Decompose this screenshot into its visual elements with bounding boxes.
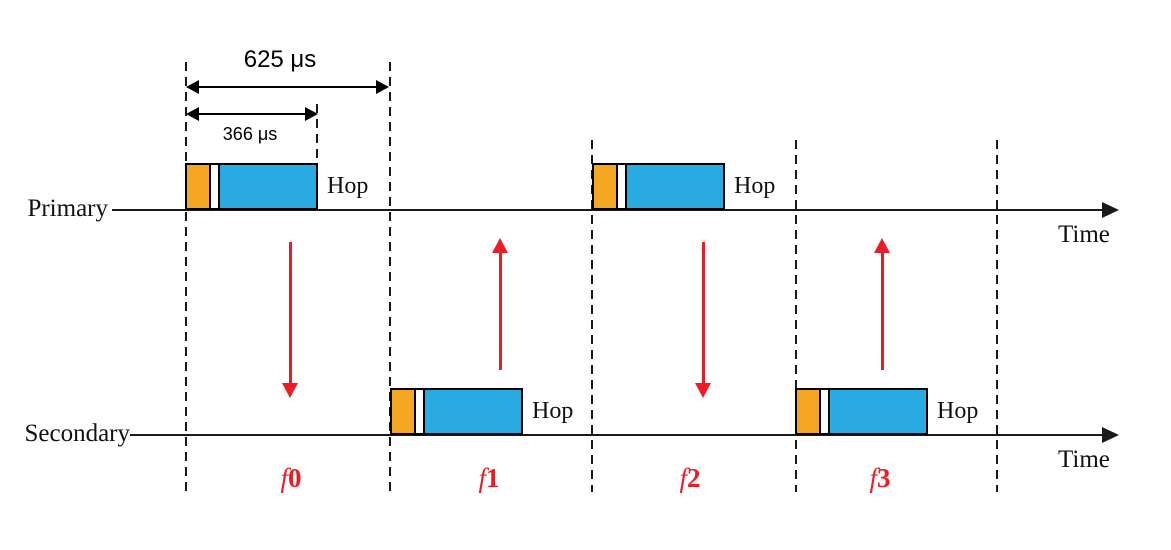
secondary-time-label: Time [1058,446,1110,473]
arrow-line [195,113,309,115]
frequency-symbol: f [280,463,288,493]
primary-time-label: Time [1058,221,1110,248]
packet-secondary-slot1: Hop [390,388,573,435]
hop-label: Hop [532,398,574,424]
hop-label: Hop [937,398,979,424]
secondary-timeline-label: Secondary [24,420,130,447]
frequency-index: 3 [877,463,891,493]
packet-duration-arrow [186,107,318,121]
hop-arrow-down-f2 [695,242,711,398]
packet-header-segment [390,388,416,435]
slot-boundary-line-1 [389,62,391,492]
arrow-shaft [880,253,884,370]
packet-payload-segment [625,163,725,210]
primary-timeline-label: Primary [27,195,108,222]
arrow-shaft [288,242,292,383]
arrowhead-up-icon [874,238,890,253]
packet-header-segment [795,388,821,435]
arrowhead-left-icon [186,80,199,94]
primary-timeline-axis [112,209,1108,211]
frequency-symbol: f [869,463,877,493]
packet-duration-label: 366 μs [222,124,278,144]
arrowhead-right-icon [305,107,318,121]
frequency-symbol: f [478,463,486,493]
packet-secondary-slot3: Hop [795,388,978,435]
packet-payload-segment [218,163,318,210]
frequency-label-f0: f0 [263,463,319,494]
packet-payload-segment [828,388,928,435]
packet-primary-slot0: Hop [185,163,368,210]
hop-label: Hop [327,173,369,199]
arrow-line [195,86,380,88]
frequency-index: 1 [486,463,500,493]
primary-axis-arrowhead-icon [1102,202,1119,218]
slot-duration-arrow [186,80,389,94]
packet-payload-segment [423,388,523,435]
slot-duration-label: 625 μs [243,46,317,73]
frequency-label-f3: f3 [852,463,908,494]
frequency-index: 0 [288,463,302,493]
arrow-shaft [701,242,705,383]
hop-arrow-up-f1 [492,238,508,370]
packet-header-segment [592,163,618,210]
slot-boundary-line-2 [591,140,593,492]
secondary-axis-arrowhead-icon [1102,427,1119,443]
hop-arrow-up-f3 [874,238,890,370]
slot-boundary-line-3 [795,140,797,492]
hop-label: Hop [734,173,776,199]
packet-duration-boundary-line [316,104,318,162]
arrowhead-up-icon [492,238,508,253]
packet-header-segment [185,163,211,210]
arrowhead-left-icon [186,107,199,121]
slot-boundary-line-0 [185,62,187,492]
slot-boundary-line-4 [996,140,998,492]
arrow-shaft [498,253,502,370]
frequency-label-f2: f2 [662,463,718,494]
arrowhead-down-icon [695,383,711,398]
frequency-index: 2 [687,463,701,493]
hop-arrow-down-f0 [282,242,298,398]
arrowhead-down-icon [282,383,298,398]
arrowhead-right-icon [376,80,389,94]
packet-primary-slot2: Hop [592,163,775,210]
frequency-label-f1: f1 [461,463,517,494]
secondary-timeline-axis [130,434,1108,436]
frequency-symbol: f [679,463,687,493]
